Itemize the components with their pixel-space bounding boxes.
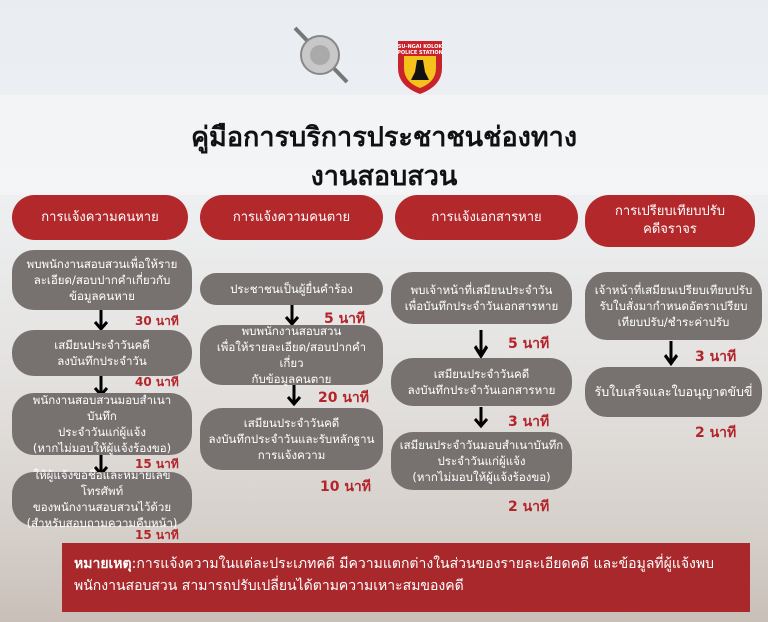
step-box: เสมียนประจำวันมอบสำเนาบันทึก ประจำวันแก่… — [391, 432, 572, 490]
step-time: 5 นาที — [324, 311, 366, 327]
svg-text:SU-NGAI KOLOK: SU-NGAI KOLOK — [398, 44, 444, 50]
note-text: :การแจ้งความในแต่ละประเภทคดี มีความแตกต่… — [74, 556, 715, 594]
note-box: หมายเหตุ:การแจ้งความในแต่ละประเภทคดี มีค… — [62, 543, 750, 612]
step-time: 30 นาที — [135, 314, 179, 328]
header-lost-document: การแจ้งเอกสารหาย — [395, 195, 578, 240]
down-arrow-icon — [664, 341, 678, 367]
step-box: พนักงานสอบสวนมอบสำเนาบันทึก ประจำวันแก่ผ… — [12, 393, 192, 455]
down-arrow-icon — [94, 310, 108, 332]
step-time: 3 นาที — [695, 349, 737, 365]
step-time: 10 นาที — [320, 479, 372, 495]
step-time: 2 นาที — [695, 425, 737, 441]
down-arrow-icon — [285, 305, 299, 327]
svg-text:POLICE STATION: POLICE STATION — [397, 50, 443, 56]
header-dead-person: การแจ้งความคนตาย — [200, 195, 383, 240]
police-emblem-logo — [293, 26, 349, 84]
step-box: รับใบเสร็จและใบอนุญาตขับขี่ — [585, 367, 762, 417]
header-missing-person: การแจ้งความคนหาย — [12, 195, 188, 240]
page-title-line2: งานสอบสวน — [310, 161, 458, 192]
step-box: เสมียนประจำวันคดี ลงบันทึกประจำวัน — [12, 330, 192, 376]
step-box: ให้ผู้แจ้งขอชื่อและหมายเลขโทรศัพท์ ของพน… — [12, 468, 192, 530]
page-title-line1: คู่มือการบริการประชาชนช่องทาง — [190, 122, 577, 153]
step-box: พบเจ้าหน้าที่เสมียนประจำวัน เพื่อบันทึกป… — [391, 272, 572, 324]
down-arrow-icon — [287, 385, 301, 407]
step-box: พบพนักงานสอบสวนเพื่อให้ราย ละเอียด/สอบปา… — [12, 250, 192, 310]
station-badge-logo: SU-NGAI KOLOK POLICE STATION — [397, 41, 444, 94]
note-label: หมายเหตุ — [74, 556, 132, 572]
step-box: เสมียนประจำวันคดี ลงบันทึกประจำวันและรับ… — [200, 408, 383, 470]
header-traffic-fine: การเปรียบเทียบปรับ คดีจราจร — [585, 195, 755, 247]
step-time: 20 นาที — [318, 390, 370, 406]
step-time: 3 นาที — [508, 414, 550, 430]
step-box: พบพนักงานสอบสวน เพื่อให้รายละเอียด/สอบปา… — [200, 324, 383, 386]
background-building — [0, 95, 768, 195]
step-time: 5 นาที — [508, 336, 550, 352]
down-arrow-icon — [474, 407, 488, 429]
step-time: 15 นาที — [135, 528, 179, 542]
step-box: เสมียนประจำวันคดี ลงบันทึกประจำวันเอกสาร… — [391, 358, 572, 406]
step-box: เจ้าหน้าที่เสมียนเปรียบเทียบปรับ รับใบสั… — [585, 272, 762, 340]
step-box: ประชาชนเป็นผู้ยื่นคำร้อง — [200, 273, 383, 305]
down-arrow-icon — [474, 330, 488, 360]
step-time: 15 นาที — [135, 457, 179, 471]
step-time: 2 นาที — [508, 499, 550, 515]
step-time: 40 นาที — [135, 375, 179, 389]
